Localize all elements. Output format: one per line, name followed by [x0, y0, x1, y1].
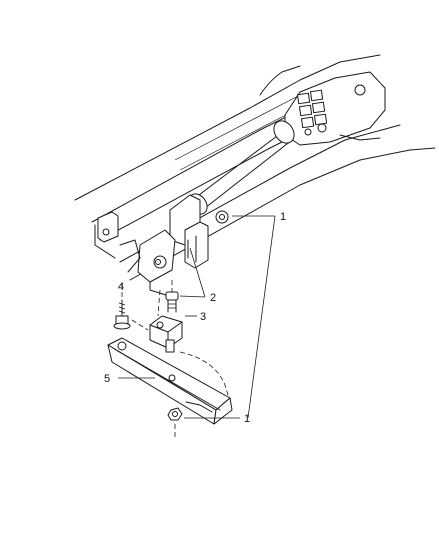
crossmember-part-5 [107, 337, 233, 425]
bolt-part-2 [165, 280, 179, 313]
callout-2: 2 [210, 292, 216, 304]
transmission-housing [284, 71, 386, 146]
driveshaft [188, 120, 295, 215]
callout-4: 4 [118, 281, 124, 293]
callout-5: 5 [104, 373, 110, 385]
callout-1-bottom: 1 [244, 413, 250, 425]
callout-1-top: 1 [280, 211, 286, 223]
callout-3: 3 [200, 311, 206, 323]
nut-part-1-bottom [167, 407, 183, 421]
leader-lines [118, 215, 276, 419]
crossmember-bracket [97, 194, 229, 283]
assembly-lines [121, 282, 229, 440]
bolt-part-4 [113, 299, 131, 330]
mount-insulator-part-3 [149, 315, 183, 353]
